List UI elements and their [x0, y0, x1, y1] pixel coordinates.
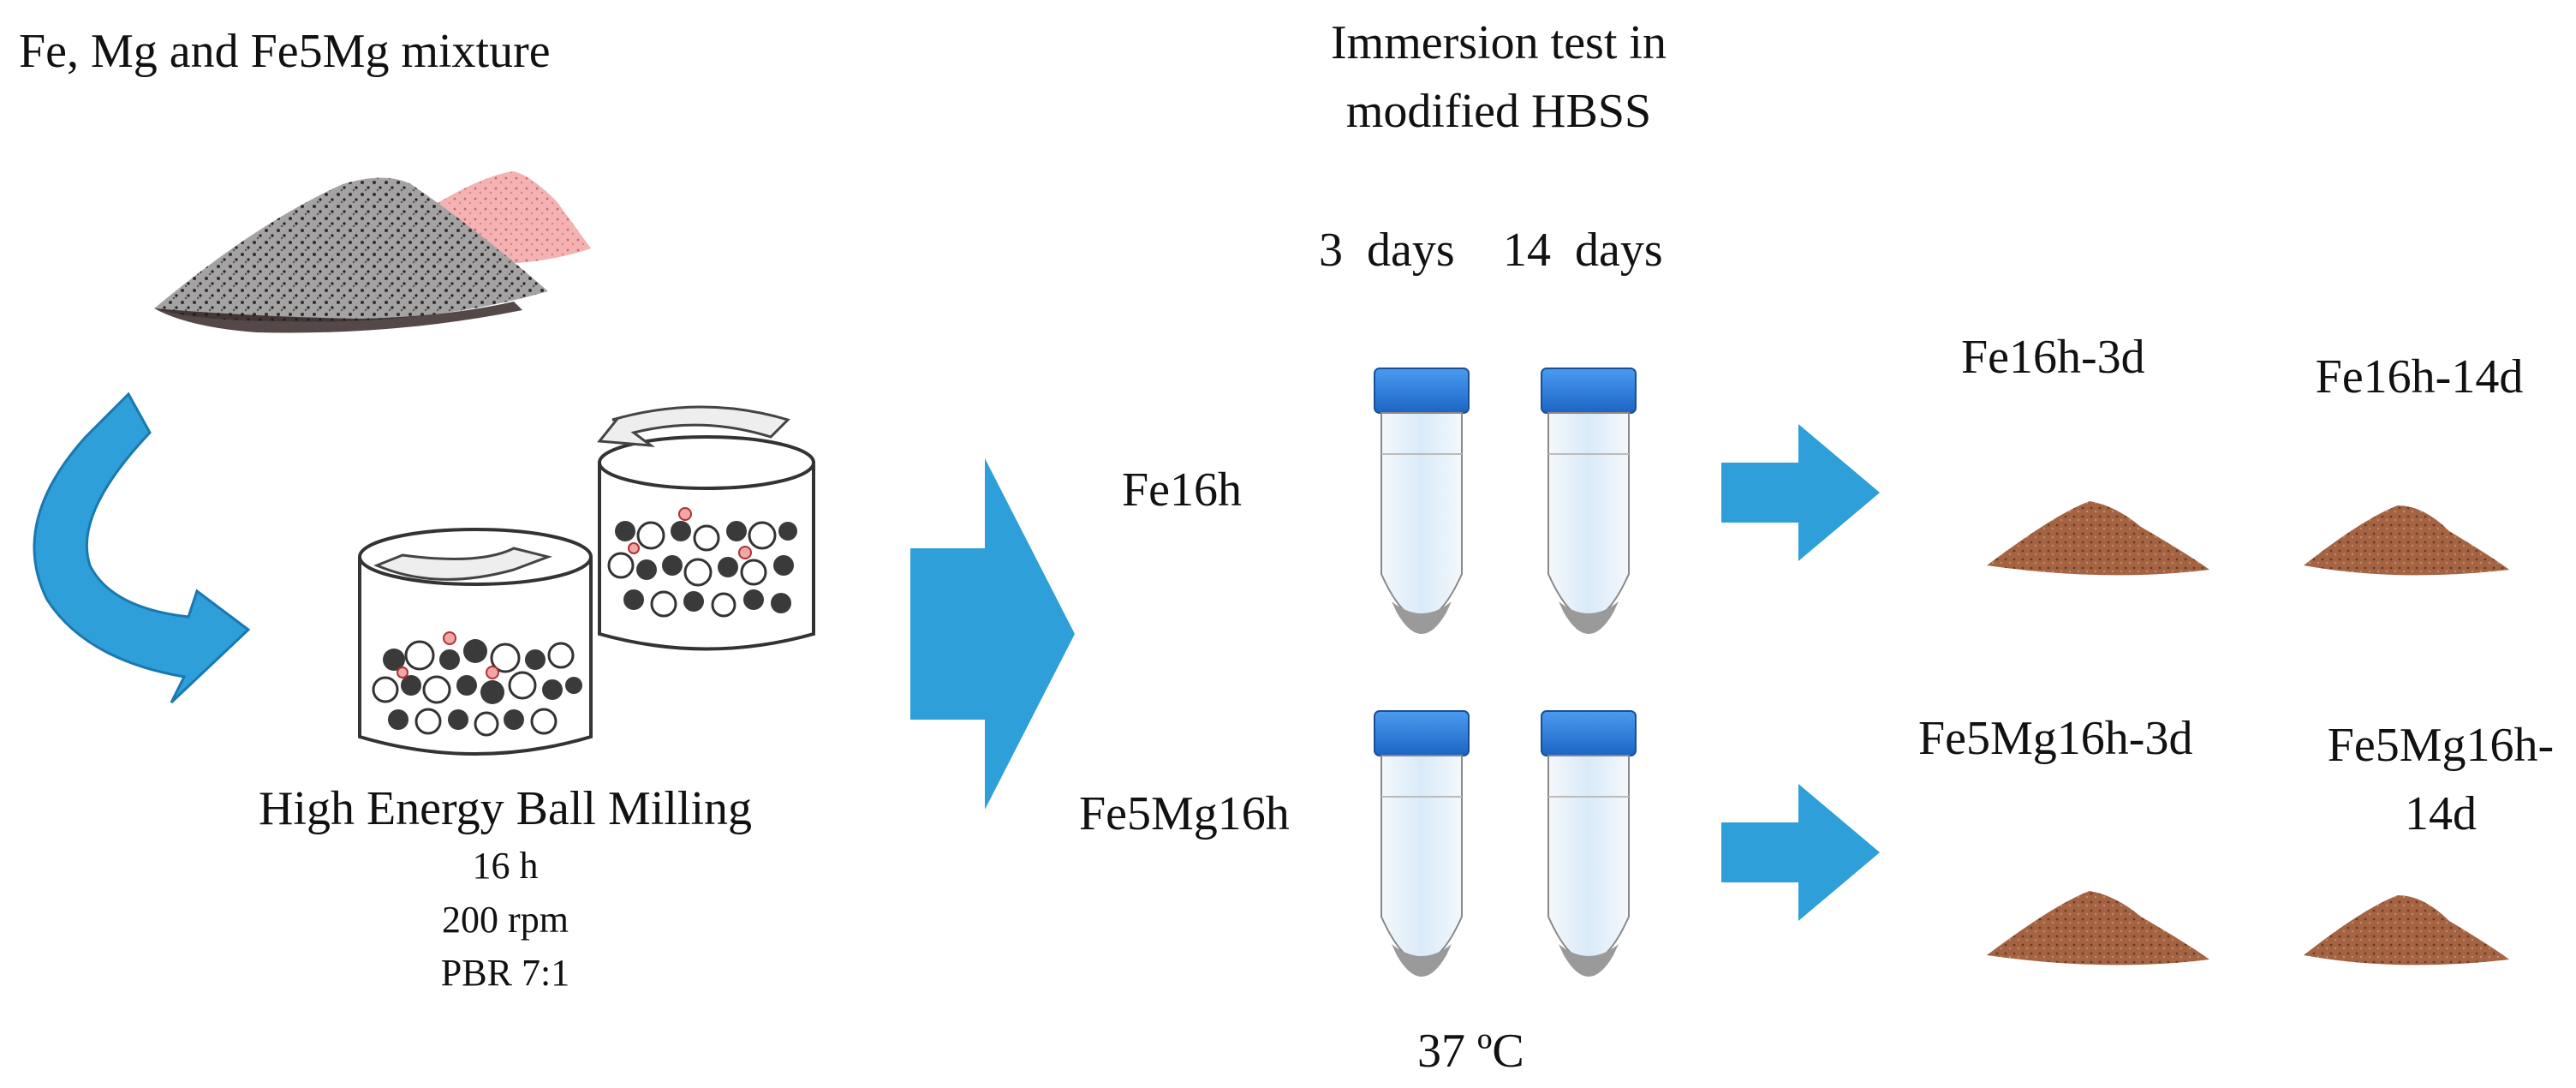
immersion-line-1: Immersion test in	[1331, 16, 1667, 69]
label-3-days: 3 days	[1319, 224, 1455, 277]
tube-fe-3d	[1374, 368, 1470, 634]
milling-speed: 200 rpm	[442, 899, 569, 941]
ball-mill-jar-back	[597, 405, 815, 651]
powder-fe5mg16h-14d	[2304, 895, 2509, 965]
milling-time: 16 h	[472, 845, 539, 887]
big-process-arrow	[910, 458, 1075, 810]
sample-label-fe5mg16h: Fe5Mg16h	[1079, 787, 1290, 840]
tube-fe-14d	[1541, 368, 1637, 634]
result-label-fe5mg16h-3d: Fe5Mg16h-3d	[1918, 712, 2193, 765]
mixture-title: Fe, Mg and Fe5Mg mixture	[19, 25, 551, 78]
label-14-days: 14 days	[1503, 224, 1663, 277]
result-label-fe16h-14d: Fe16h-14d	[2315, 350, 2524, 404]
fe-powder-pile	[154, 177, 548, 322]
milling-balls-front	[372, 631, 582, 737]
powder-shadow	[154, 302, 522, 333]
mixture-powder-piles	[154, 171, 591, 333]
sample-label-fe16h: Fe16h	[1122, 463, 1242, 517]
powder-fe16h-3d	[1987, 501, 2209, 576]
powder-fe5mg16h-3d	[1987, 891, 2209, 965]
tube-femg-14d	[1541, 710, 1637, 977]
temperature-label: 37 ºC	[1417, 1025, 1524, 1078]
milling-balls-back	[607, 507, 797, 618]
milling-pbr: PBR 7:1	[440, 952, 570, 994]
result-arrow-bottom	[1721, 784, 1880, 921]
tube-femg-3d	[1374, 710, 1470, 977]
ball-mill-jar-front	[358, 528, 593, 756]
immersion-line-2: modified HBSS	[1345, 85, 1652, 138]
test-tubes	[1374, 368, 1637, 977]
result-label-fe5mg16h-14d: Fe5Mg16h-14d	[2327, 719, 2555, 840]
result-arrow-top	[1721, 424, 1880, 561]
immersion-title: Immersion test in modified HBSS	[1199, 9, 1798, 146]
result-label-fe16h-3d: Fe16h-3d	[1961, 331, 2145, 384]
powder-fe16h-14d	[2304, 505, 2509, 576]
milling-title: High Energy Ball Milling	[258, 782, 753, 835]
result-powder-piles	[1987, 501, 2509, 965]
curved-arrow	[33, 392, 251, 704]
